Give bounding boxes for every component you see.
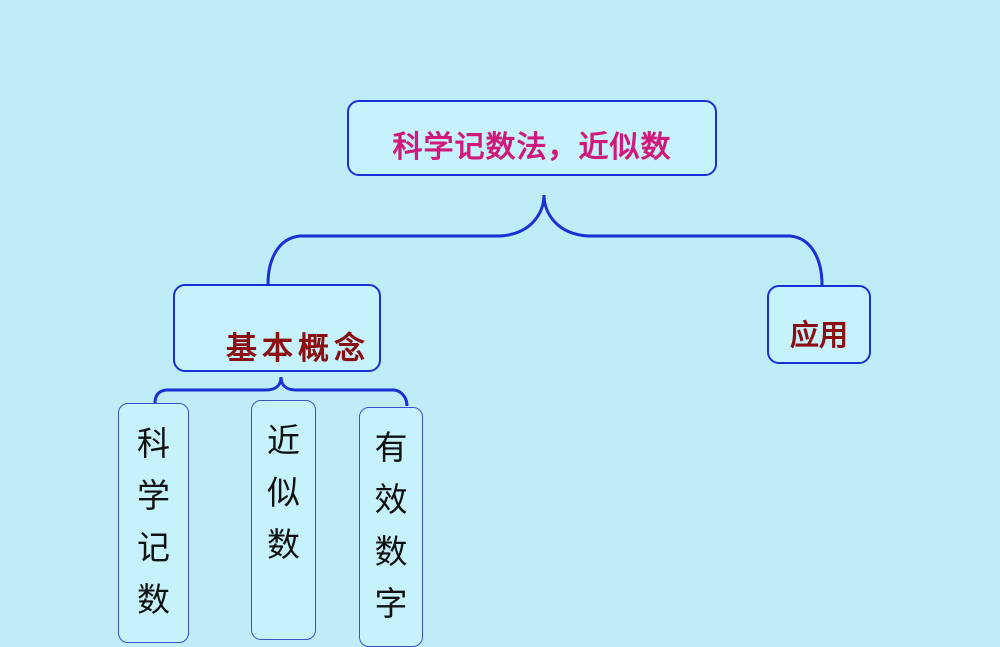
root-node[interactable]: 科学记数法，近似数: [347, 100, 717, 176]
basic-brace-connector: [153, 376, 283, 404]
root-node-label: 科学记数法，近似数: [392, 130, 672, 165]
basic-brace-connector-right: [279, 376, 409, 407]
branch-node-application[interactable]: 应用: [767, 285, 871, 364]
branch-node-basic-concepts[interactable]: [173, 284, 381, 372]
leaf-node-approximate-number[interactable]: 近似数: [251, 400, 316, 640]
root-brace-connector-right: [542, 194, 824, 286]
mind-map-connectors: [153, 194, 824, 407]
branch-node-basic-concepts-label: 基本概念: [226, 331, 370, 367]
leaf-node-scientific-notation-label: 科学记数: [137, 424, 170, 619]
branch-node-application-label: 应用: [789, 318, 848, 352]
root-brace-connector: [266, 194, 546, 285]
leaf-node-approximate-number-label: 近似数: [267, 421, 300, 564]
leaf-node-significant-figures[interactable]: 有效数字: [359, 407, 423, 647]
leaf-node-significant-figures-label: 有效数字: [374, 428, 408, 623]
leaf-node-scientific-notation[interactable]: 科学记数: [118, 403, 189, 643]
